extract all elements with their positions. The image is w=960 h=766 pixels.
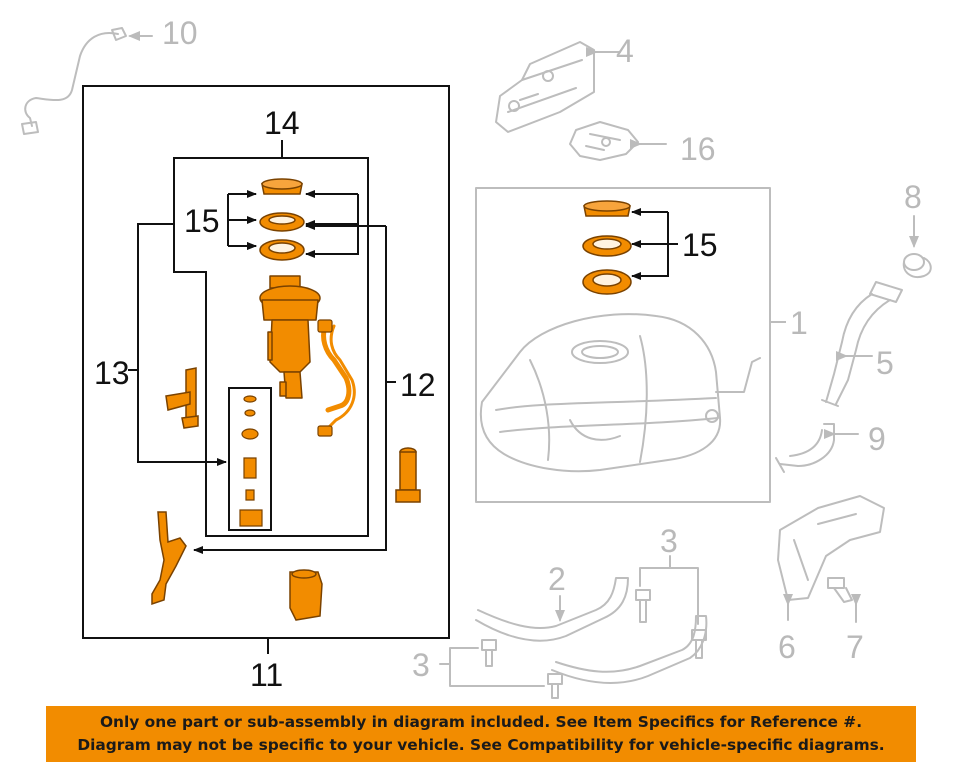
callout-12-bracket xyxy=(193,226,387,554)
disclaimer-line-2: Diagram may not be specific to your vehi… xyxy=(77,736,885,754)
protector-part xyxy=(777,495,885,621)
fuel-pump-assembly-box xyxy=(82,85,450,639)
filler-cap-part xyxy=(902,215,932,278)
strainer-kit-box xyxy=(228,387,272,531)
strap-bolts-part xyxy=(439,555,707,699)
filler-pipe-part xyxy=(821,281,903,407)
callout-13-bracket xyxy=(137,223,227,466)
callout-14: 14 xyxy=(264,105,300,141)
fuel-filter-part xyxy=(289,569,323,621)
callout-16: 16 xyxy=(680,131,716,167)
bolt-part xyxy=(827,577,861,623)
pressure-regulator-part xyxy=(395,447,421,503)
callout-13: 13 xyxy=(94,355,130,391)
disclaimer-banner: Only one part or sub-assembly in diagram… xyxy=(46,706,916,762)
gasket-rings-part xyxy=(259,178,305,261)
callout-15-right: 15 xyxy=(682,227,718,263)
callout-7: 7 xyxy=(846,629,864,665)
callout-11: 11 xyxy=(250,657,283,693)
fuel-tank-part xyxy=(479,313,761,473)
callout-2: 2 xyxy=(548,561,566,597)
callout-3-left: 3 xyxy=(412,647,430,683)
fuel-tank-group-box xyxy=(475,187,771,503)
callout-5: 5 xyxy=(876,345,894,381)
tank-straps-part xyxy=(475,577,708,685)
callout-14-bracket xyxy=(173,140,369,537)
bracket-part xyxy=(569,121,667,161)
gasket-rings-tank-part xyxy=(582,200,632,295)
callout-8: 8 xyxy=(904,179,922,215)
callout-12: 12 xyxy=(400,367,436,403)
fuel-line-tube-part xyxy=(21,27,153,135)
fuel-pump-module-part xyxy=(259,275,321,399)
callout-3-right: 3 xyxy=(660,523,678,559)
callout-15-left: 15 xyxy=(184,203,220,239)
callout-6: 6 xyxy=(778,629,796,665)
callout-9: 9 xyxy=(868,421,886,457)
wire-harness-part xyxy=(321,321,356,432)
callout-1: 1 xyxy=(790,305,808,341)
callout-4: 4 xyxy=(616,33,634,69)
level-sender-part xyxy=(165,367,199,429)
sub-tank-bracket-part xyxy=(151,511,187,606)
vent-hose-part xyxy=(775,423,859,473)
heat-shield-part xyxy=(495,41,621,133)
disclaimer-line-1: Only one part or sub-assembly in diagram… xyxy=(99,713,863,731)
callout-10: 10 xyxy=(162,15,198,51)
strainer-kit-part xyxy=(239,395,263,527)
